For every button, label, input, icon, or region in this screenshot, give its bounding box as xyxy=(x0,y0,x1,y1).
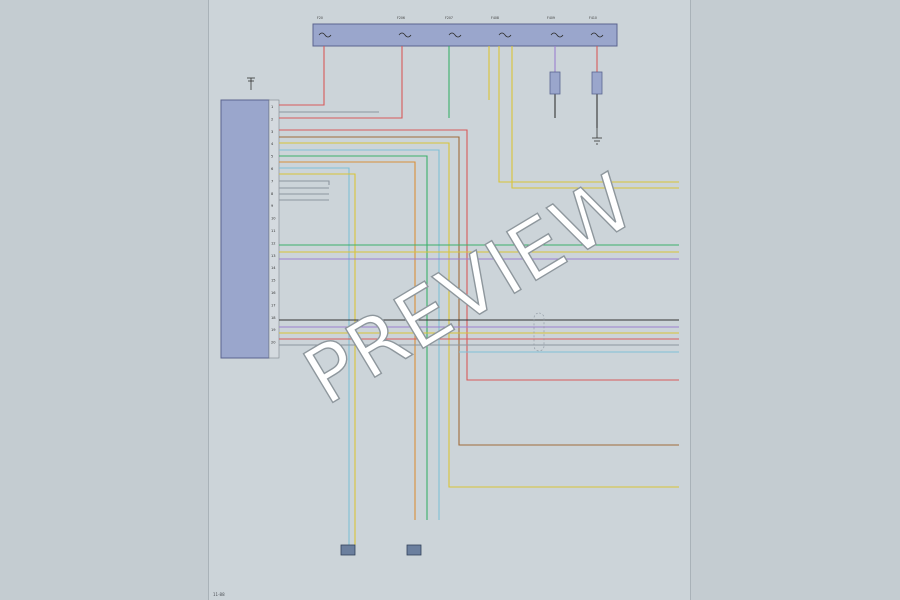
fuse-label: F409 xyxy=(547,16,555,20)
fuse-block xyxy=(312,23,618,47)
module-pin-number: 13 xyxy=(271,254,276,258)
fuse-label: F20 xyxy=(317,16,323,20)
shield-marker xyxy=(533,312,545,352)
module-pin-number: 2 xyxy=(271,117,273,121)
fuse-block-labels: F20 F206 F207 F408 F409 F410 xyxy=(317,16,597,20)
fuse-icons xyxy=(318,32,604,38)
module-pin-number: 18 xyxy=(271,316,276,320)
wire xyxy=(279,149,440,520)
fuse-icon xyxy=(498,32,512,38)
wire xyxy=(279,180,330,185)
fuse-icon xyxy=(318,32,332,38)
module-pin-number: 12 xyxy=(271,241,276,245)
preview-watermark: PREVIEW xyxy=(289,156,652,424)
fuse-label: F410 xyxy=(589,16,597,20)
fuse-label: F206 xyxy=(397,16,405,20)
relay-block xyxy=(549,71,561,95)
module-pin-number: 6 xyxy=(271,167,274,171)
module-pin-number: 15 xyxy=(271,279,276,283)
wire xyxy=(279,167,350,545)
wire xyxy=(511,46,679,189)
module-pin-number: 10 xyxy=(271,217,276,221)
antenna-icon xyxy=(247,77,255,90)
wires xyxy=(279,46,679,545)
wire xyxy=(498,46,679,183)
module-pin-number: 3 xyxy=(271,130,273,134)
module-pin-number: 4 xyxy=(271,142,274,146)
fuse-label: F408 xyxy=(491,16,499,20)
ground-icon xyxy=(592,128,602,145)
left-front-speaker-connector xyxy=(340,544,356,556)
module-pin-number: 19 xyxy=(271,328,276,332)
module-pin-number: 14 xyxy=(271,266,276,270)
module-pin-number: 17 xyxy=(271,303,276,307)
fuse-label: F207 xyxy=(445,16,453,20)
wire xyxy=(279,161,416,520)
module-pin-number: 1 xyxy=(271,105,273,109)
fuse-icon xyxy=(398,32,412,38)
module-pin-number: 20 xyxy=(271,341,276,345)
wire xyxy=(279,129,679,381)
module-pin-number: 8 xyxy=(271,192,274,196)
module-pin-number: 5 xyxy=(271,155,273,159)
radio-module xyxy=(220,99,270,359)
module-pin-number: 9 xyxy=(271,204,274,208)
wire xyxy=(279,155,428,520)
wire xyxy=(279,173,356,545)
wire xyxy=(279,142,679,488)
page-number: 11-88 xyxy=(213,592,225,597)
fuse-icon xyxy=(590,32,604,38)
wire xyxy=(279,46,403,119)
relay-block xyxy=(591,71,603,95)
fuse-icon xyxy=(448,32,462,38)
watermark-text: PREVIEW xyxy=(290,156,651,422)
module-connector xyxy=(268,99,280,359)
fuse-icon xyxy=(550,32,564,38)
wire xyxy=(279,46,325,106)
module-pin-number: 16 xyxy=(271,291,276,295)
wire xyxy=(279,136,679,446)
right-front-speaker-connector xyxy=(406,544,422,556)
module-pin-number: 11 xyxy=(271,229,276,233)
module-pin-number: 7 xyxy=(271,179,273,183)
wiring-diagram: F20 F206 F207 F408 F409 F410 12345678910… xyxy=(213,16,679,597)
